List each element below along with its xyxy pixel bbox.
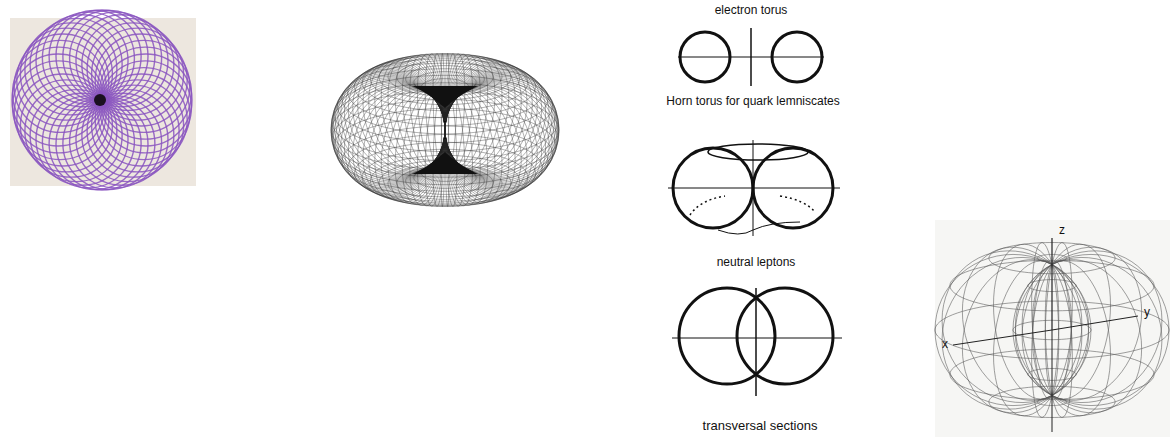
photo-ground	[10, 18, 196, 186]
mesh-line	[442, 112, 448, 114]
slinky-coil	[99, 47, 191, 139]
mesh-line	[337, 117, 553, 191]
lemniscate-ellipse	[708, 144, 808, 160]
dotted-curve	[690, 196, 725, 215]
z-axis	[1051, 238, 1052, 330]
mesh-line	[342, 63, 548, 134]
section-title: transversal sections	[703, 419, 818, 433]
y-axis	[1052, 316, 1138, 330]
wireframe-torus	[331, 54, 559, 207]
mesh-line	[337, 69, 553, 143]
slinky-coil	[92, 28, 184, 120]
mesh-line	[362, 149, 528, 206]
mesh-line	[332, 100, 559, 178]
torus-hole-top	[412, 86, 478, 108]
mesh-line	[354, 142, 535, 204]
slinky-torus	[12, 10, 192, 190]
axis-line	[672, 338, 842, 339]
axis-line	[750, 28, 752, 86]
mesh-line	[334, 108, 556, 184]
axis-label: z	[1059, 224, 1065, 237]
axis-label: y	[1144, 306, 1150, 319]
dotted-curve	[780, 196, 815, 212]
axis-line	[755, 288, 757, 396]
lower-curve	[718, 222, 800, 234]
mesh-line	[1013, 254, 1169, 405]
x-axis	[953, 330, 1052, 345]
axis-label: x	[942, 338, 948, 351]
section-title: neutral leptons	[717, 256, 796, 269]
section-circle	[737, 288, 833, 384]
section-title: electron torus	[715, 4, 788, 17]
mesh-line	[362, 54, 528, 111]
mesh-line	[334, 75, 556, 151]
mesh-line	[445, 58, 509, 170]
mesh-line	[342, 126, 548, 197]
photo-ground	[935, 220, 1170, 437]
torus-hole-bottom	[412, 152, 478, 174]
mesh-line	[395, 56, 445, 169]
section-title: Horn torus for quark lemniscates	[666, 95, 839, 108]
axis-line	[668, 188, 840, 189]
axis-line	[753, 140, 754, 236]
mesh-line	[381, 90, 445, 202]
z-axis	[1052, 330, 1053, 432]
mesh-line	[444, 121, 445, 122]
mesh-line	[444, 138, 445, 139]
section-circle	[679, 288, 775, 384]
mesh-line	[442, 146, 448, 148]
mesh-line	[935, 254, 1091, 405]
slinky-coil	[98, 40, 190, 132]
mesh-line	[445, 91, 495, 204]
slinky-center	[94, 94, 106, 106]
